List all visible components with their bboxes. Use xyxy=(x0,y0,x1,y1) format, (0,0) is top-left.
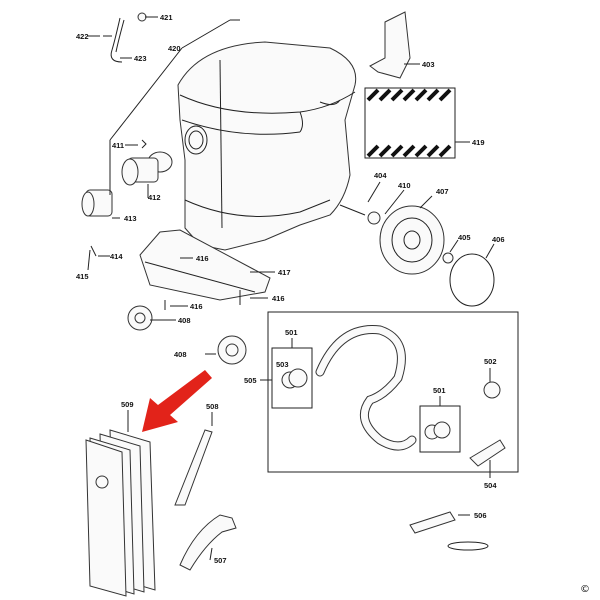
part-label: 405 xyxy=(458,233,471,242)
part-labels: 421 422 423 420 403 419 411 412 413 404 … xyxy=(76,13,590,595)
part-label: 504 xyxy=(484,481,497,490)
part-label: 507 xyxy=(214,556,227,565)
part-label: 406 xyxy=(492,235,505,244)
part-label: 505 xyxy=(244,376,257,385)
wheel-parts xyxy=(339,204,495,307)
tank-inlet-parts xyxy=(81,139,173,217)
part-label: 506 xyxy=(474,511,487,520)
filter-bag-parts xyxy=(85,429,156,597)
accessory-parts xyxy=(174,429,489,571)
leader-lines xyxy=(87,16,495,561)
part-label: 412 xyxy=(148,193,161,202)
part-label: 503 xyxy=(276,360,289,369)
bracket-and-label-parts xyxy=(364,11,456,159)
copyright-mark: © xyxy=(580,584,590,595)
part-label: 416 xyxy=(196,254,209,263)
cable-hook-parts xyxy=(103,12,147,63)
part-label: 411 xyxy=(112,141,124,150)
part-label: 502 xyxy=(484,357,497,366)
part-label: 410 xyxy=(398,181,411,190)
part-label: 407 xyxy=(436,187,449,196)
part-label: 509 xyxy=(121,400,134,409)
part-label: 416 xyxy=(190,302,203,311)
part-label: 419 xyxy=(472,138,485,147)
part-label: 404 xyxy=(374,171,387,180)
part-label: 501 xyxy=(433,386,446,395)
hose-kit-box xyxy=(267,311,519,473)
part-label: 508 xyxy=(206,402,219,411)
tank-body xyxy=(177,41,357,251)
part-label: 420 xyxy=(168,44,181,53)
part-label: 408 xyxy=(178,316,191,325)
castor-frame-parts xyxy=(90,229,271,365)
part-label: 413 xyxy=(124,214,137,223)
part-label: 415 xyxy=(76,272,89,281)
part-label: 403 xyxy=(422,60,435,69)
part-label: 423 xyxy=(134,54,147,63)
part-label: 422 xyxy=(76,32,89,41)
part-label: 416 xyxy=(272,294,285,303)
part-label: 408 xyxy=(174,350,187,359)
part-label: 417 xyxy=(278,268,291,277)
part-label: 501 xyxy=(285,328,298,337)
part-label: 421 xyxy=(160,13,173,22)
red-arrow xyxy=(142,370,212,432)
part-label: 414 xyxy=(110,252,123,261)
